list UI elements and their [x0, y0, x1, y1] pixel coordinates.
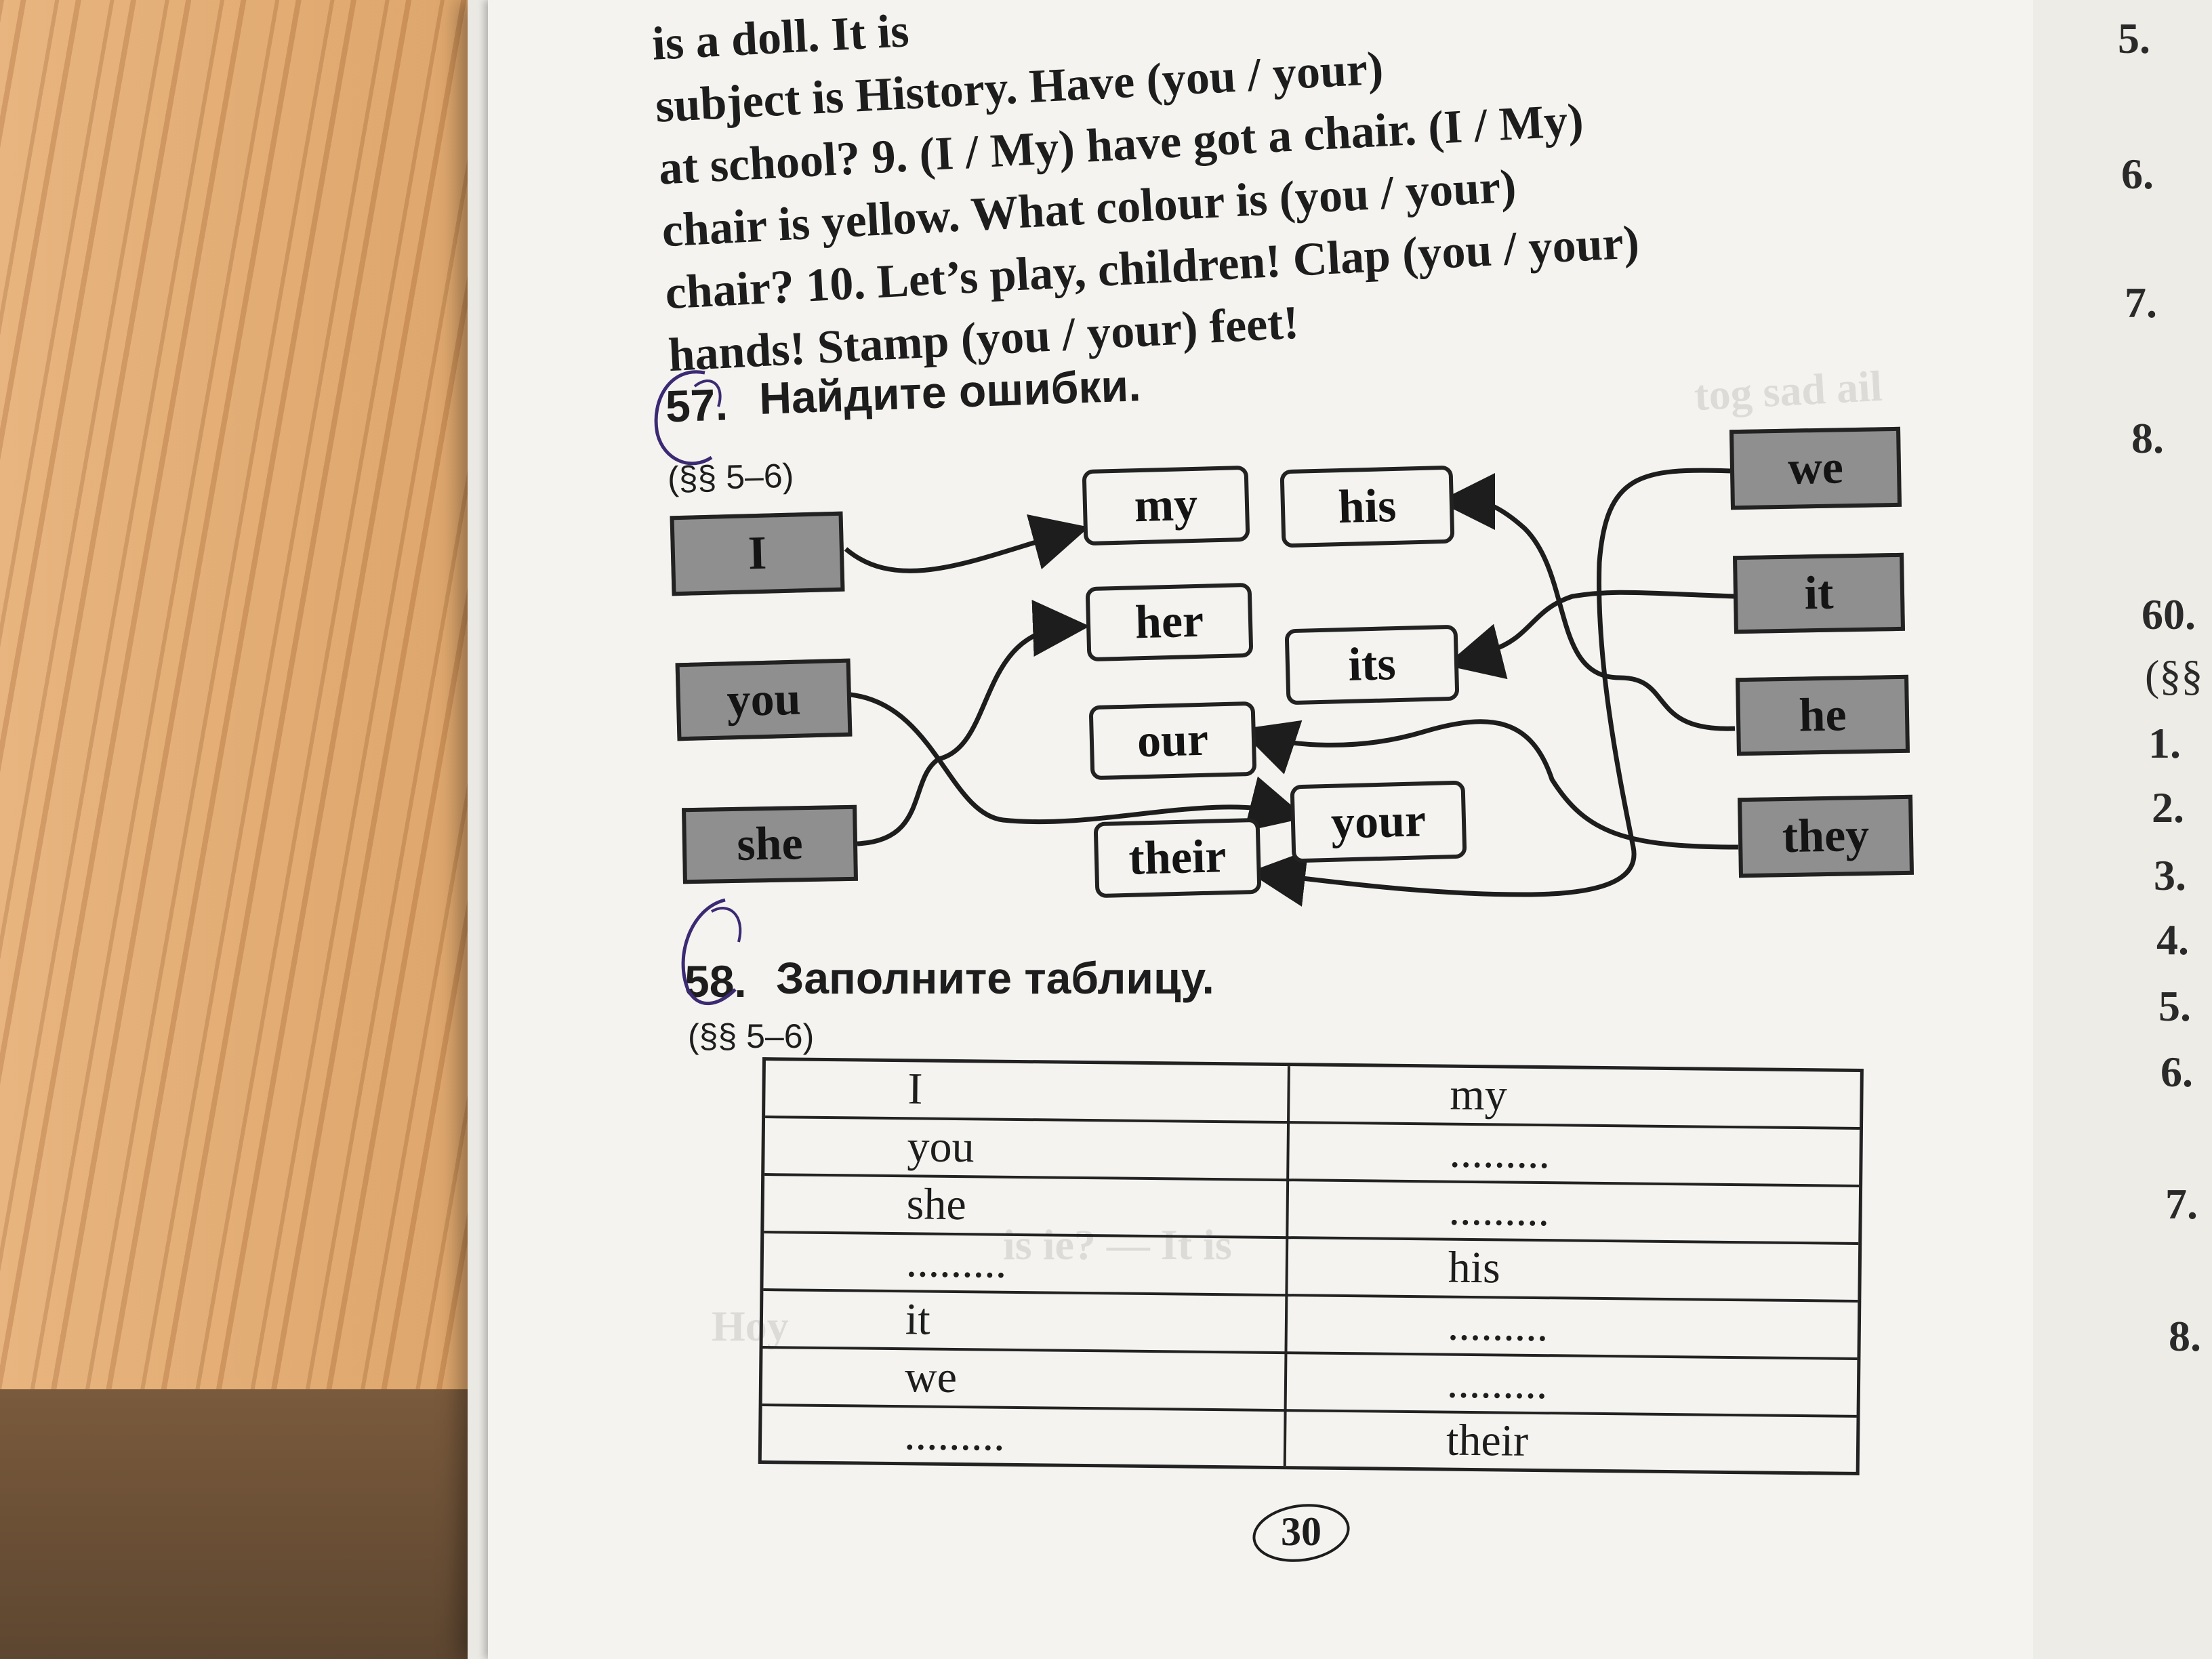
right-page: 5. 6. 7. 8. 60. (§§ 1. 2. 3. 4. 5. 6. 7.…	[2033, 0, 2212, 1659]
arrow-they-our	[1239, 719, 1739, 850]
table-cell-blank: .........	[1446, 1357, 1548, 1409]
possessive-box-my: my	[1082, 465, 1250, 546]
pronoun-box-it: it	[1733, 552, 1905, 634]
table-cell: their	[1446, 1415, 1529, 1466]
exercise-58-title: Заполните таблицу.	[776, 953, 1214, 1003]
right-page-number: 3.	[2154, 851, 2186, 899]
right-page-number: 1.	[2148, 719, 2181, 767]
pronoun-box-we: we	[1729, 426, 1902, 510]
table-cell: his	[1448, 1242, 1501, 1293]
table-cell: you	[907, 1122, 975, 1172]
table-cell: she	[906, 1179, 967, 1230]
handwritten-circle-icon	[654, 370, 722, 466]
right-page-number: 6.	[2121, 150, 2154, 198]
table-cell: my	[1450, 1069, 1508, 1120]
arrow-we-their	[1248, 468, 1732, 907]
possessive-box-our: our	[1088, 701, 1257, 781]
right-page-number: 6.	[2160, 1048, 2193, 1096]
possessive-box-her: her	[1085, 582, 1254, 662]
right-page-number: 7.	[2165, 1180, 2198, 1228]
pronoun-table: I my you ......... she ......... .......…	[758, 1057, 1864, 1475]
pronoun-box-she: she	[682, 804, 858, 884]
right-page-number: 60.	[2142, 590, 2196, 638]
table-cell-blank: .........	[903, 1410, 1006, 1460]
table-cell-blank: .........	[1448, 1185, 1550, 1236]
pronoun-box-he: he	[1736, 674, 1910, 756]
possessive-box-its: its	[1284, 624, 1460, 705]
right-page-number: 4.	[2156, 916, 2189, 964]
page-number-text: 30	[1281, 1509, 1322, 1554]
table-cell: it	[905, 1294, 931, 1345]
arrow-it-its	[1445, 590, 1736, 680]
right-page-number: 8.	[2131, 414, 2164, 462]
table-cell-blank: .........	[905, 1237, 1007, 1288]
exercise-58-ref: (§§ 5–6)	[688, 1017, 815, 1055]
right-page-number: 7.	[2125, 279, 2157, 327]
arrow-i-my	[844, 514, 1090, 573]
right-page-number: 5.	[2118, 14, 2150, 62]
right-page-number: 5.	[2158, 982, 2191, 1030]
bleed-through-text: Hoy	[712, 1302, 789, 1350]
arrow-you-your	[850, 692, 1307, 832]
handwritten-circle-icon	[1252, 1504, 1350, 1562]
table-cell-blank: .........	[1449, 1127, 1551, 1179]
possessive-box-your: your	[1290, 780, 1467, 863]
table-row: ......... their	[762, 1406, 1857, 1475]
arrow-she-her	[857, 600, 1090, 846]
pronoun-box-you: you	[675, 658, 853, 741]
pronoun-box-i: I	[670, 511, 845, 596]
possessive-box-his: his	[1279, 465, 1455, 548]
table-cell: we	[904, 1352, 958, 1403]
page-number: 30	[1247, 1498, 1355, 1565]
handwritten-circle-icon	[681, 898, 742, 1006]
table-cell-blank: .........	[1447, 1300, 1549, 1351]
bleed-through-text: is ie? — It is	[1003, 1221, 1232, 1269]
table-cell: I	[907, 1064, 923, 1114]
right-page-number: 2.	[2152, 783, 2184, 832]
right-page-number: 8.	[2169, 1312, 2201, 1360]
arrow-he-his	[1438, 472, 1736, 731]
right-page-number: (§§	[2145, 651, 2203, 699]
pronoun-box-they: they	[1737, 794, 1914, 878]
possessive-box-their: their	[1093, 817, 1262, 899]
